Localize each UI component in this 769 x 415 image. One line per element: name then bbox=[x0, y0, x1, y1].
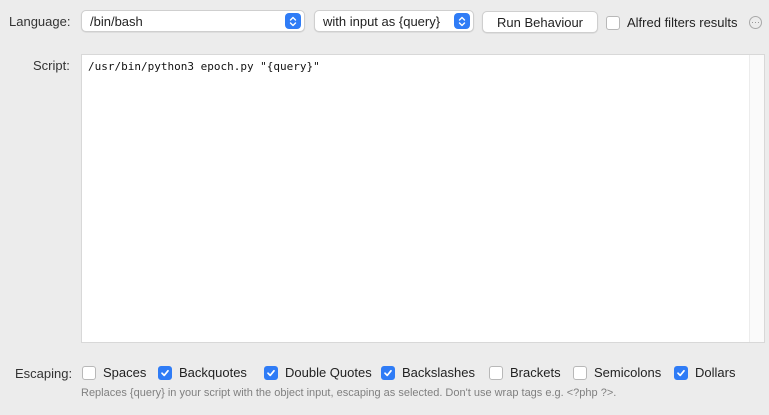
semicolons-checkbox[interactable] bbox=[573, 365, 587, 380]
script-content[interactable]: /usr/bin/python3 epoch.py "{query}" bbox=[88, 60, 320, 73]
brackets-checkbox[interactable] bbox=[489, 365, 503, 380]
spaces-label: Spaces bbox=[103, 365, 147, 380]
escape-option-backquotes[interactable]: Backquotes bbox=[158, 365, 247, 380]
spaces-checkbox[interactable] bbox=[82, 365, 96, 380]
language-select-value: /bin/bash bbox=[90, 13, 143, 29]
chevron-up-down-icon bbox=[285, 13, 301, 29]
backslashes-label: Backslashes bbox=[402, 365, 475, 380]
escape-option-double-quotes[interactable]: Double Quotes bbox=[264, 365, 372, 380]
checkmark-icon bbox=[267, 369, 275, 376]
double-quotes-checkbox[interactable] bbox=[264, 365, 278, 380]
escape-option-backslashes[interactable]: Backslashes bbox=[381, 365, 475, 380]
input-mode-select[interactable]: with input as {query} bbox=[314, 10, 474, 32]
escape-option-semicolons[interactable]: Semicolons bbox=[573, 365, 661, 380]
chevron-up-down-icon bbox=[454, 13, 470, 29]
backquotes-checkbox[interactable] bbox=[158, 365, 172, 380]
input-mode-select-value: with input as {query} bbox=[323, 13, 441, 29]
language-label: Language: bbox=[9, 14, 71, 29]
more-info-icon[interactable]: ··· bbox=[749, 16, 762, 29]
script-scrollbar[interactable] bbox=[749, 55, 764, 342]
brackets-label: Brackets bbox=[510, 365, 561, 380]
run-behaviour-button[interactable]: Run Behaviour bbox=[482, 11, 598, 33]
alfred-filters-checkbox-row[interactable]: Alfred filters results bbox=[606, 15, 738, 30]
alfred-filters-label: Alfred filters results bbox=[627, 15, 738, 30]
escaping-help-text: Replaces {query} in your script with the… bbox=[81, 387, 617, 399]
checkmark-icon bbox=[161, 369, 169, 376]
dollars-label: Dollars bbox=[695, 365, 736, 380]
checkmark-icon bbox=[384, 369, 392, 376]
escape-option-dollars[interactable]: Dollars bbox=[674, 365, 735, 380]
language-select[interactable]: /bin/bash bbox=[81, 10, 305, 32]
checkmark-icon bbox=[677, 369, 685, 376]
escape-option-brackets[interactable]: Brackets bbox=[489, 365, 561, 380]
script-editor[interactable]: /usr/bin/python3 epoch.py "{query}" bbox=[81, 54, 765, 343]
semicolons-label: Semicolons bbox=[594, 365, 662, 380]
escaping-label: Escaping: bbox=[15, 366, 73, 381]
backquotes-label: Backquotes bbox=[179, 365, 247, 380]
escape-option-spaces[interactable]: Spaces bbox=[82, 365, 146, 380]
double-quotes-label: Double Quotes bbox=[285, 365, 372, 380]
dollars-checkbox[interactable] bbox=[674, 365, 688, 380]
alfred-filters-checkbox[interactable] bbox=[606, 15, 620, 30]
script-label: Script: bbox=[33, 58, 70, 73]
backslashes-checkbox[interactable] bbox=[381, 365, 395, 380]
